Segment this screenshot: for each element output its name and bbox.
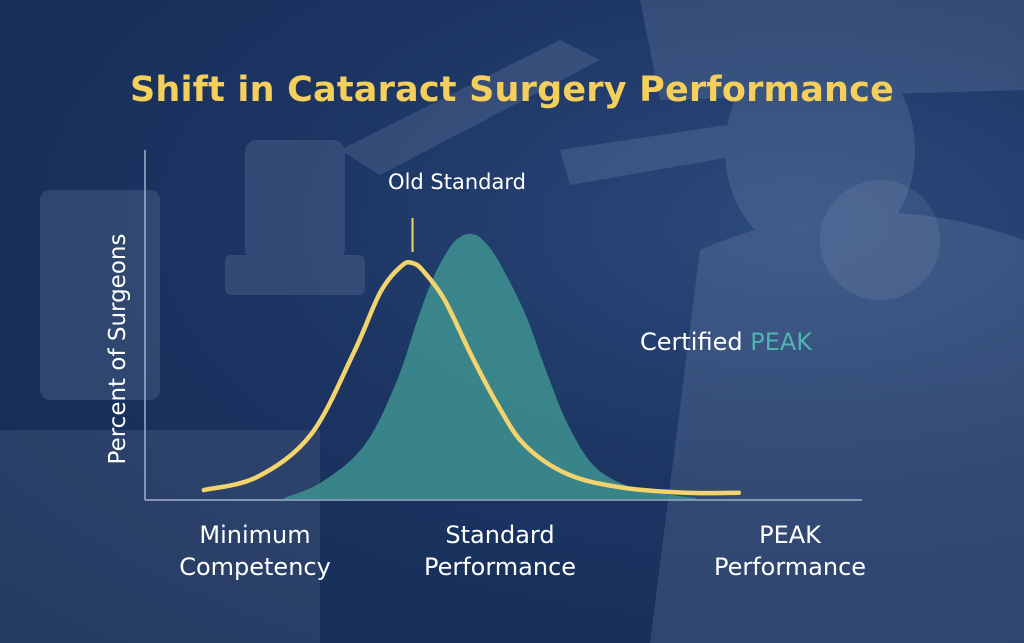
x-tick-label-line1: Standard — [445, 521, 555, 549]
old-standard-label: Old Standard — [388, 170, 526, 194]
x-tick-label-peak: PEAK Performance — [714, 519, 866, 583]
certified-peak-label: Certified PEAK — [640, 328, 812, 356]
chart-title: Shift in Cataract Surgery Performance — [129, 70, 895, 110]
x-tick-label-line1: PEAK — [759, 521, 821, 549]
x-tick-label-line2: Performance — [423, 553, 577, 581]
x-tick-label-line2: Competency — [179, 553, 331, 581]
x-tick-label-minimum: Minimum Competency — [179, 519, 331, 583]
certified-prefix: Certified — [640, 328, 743, 356]
certified-accent: PEAK — [750, 328, 813, 356]
series-line-old-standard — [201, 259, 742, 496]
series-area-certified-peak — [284, 233, 697, 499]
x-tick-label-line1: Minimum — [199, 521, 311, 549]
x-tick-label-standard: Standard Performance — [424, 519, 576, 583]
x-tick-label-line2: Performance — [713, 553, 867, 581]
